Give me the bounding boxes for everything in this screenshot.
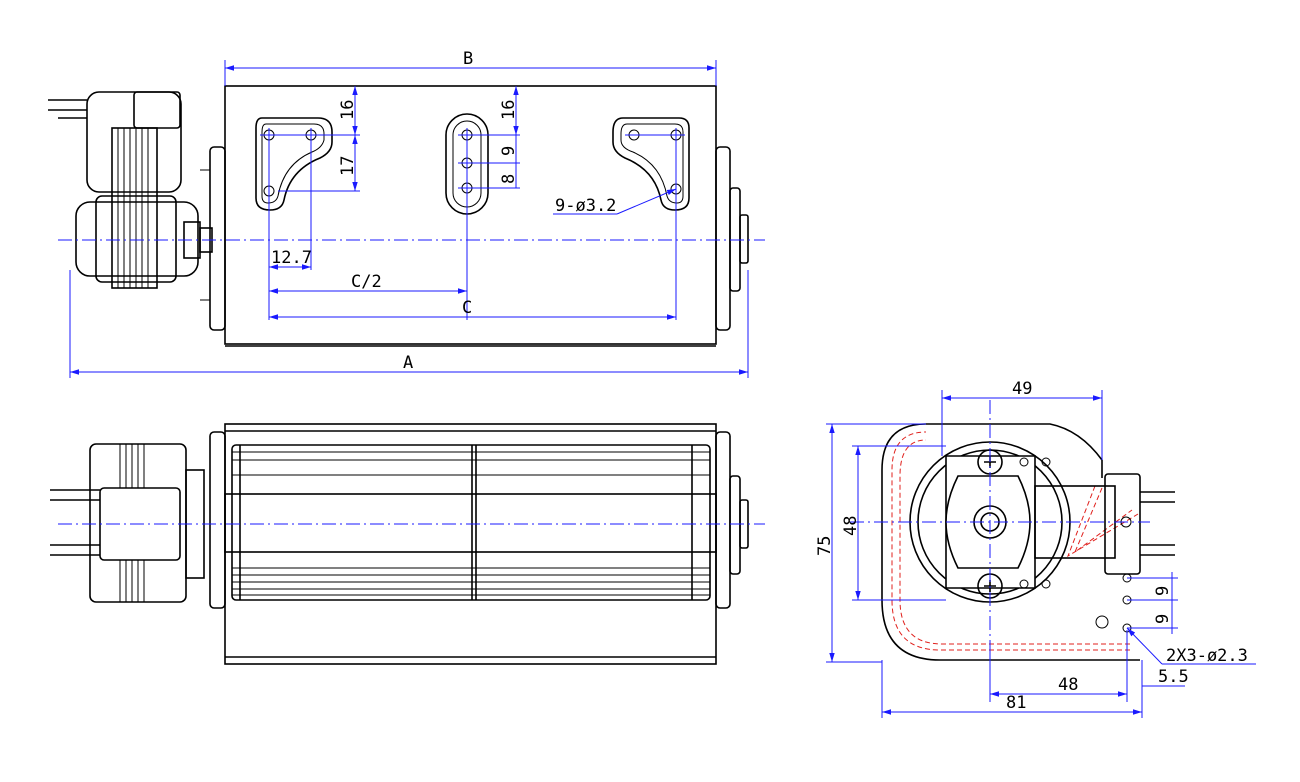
end-view: 49 75 48 48 81 5.5 9 9 2X3-ø2.3: [815, 379, 1256, 718]
dim-label-75: 75: [815, 536, 835, 556]
dim-label-9-a: 9: [1153, 586, 1173, 596]
dim-label-81: 81: [1006, 693, 1026, 713]
dim-label-C-half: C/2: [351, 272, 382, 292]
hole-callout-top: 9-ø3.2: [555, 196, 616, 216]
motor-front: [50, 443, 205, 603]
dim-label-8-center: 8: [499, 174, 519, 184]
mounting-bracket-left: [255, 117, 333, 211]
dim-label-9-center: 9: [499, 146, 519, 156]
dim-label-48-horizontal: 48: [1058, 675, 1078, 695]
dim-label-17: 17: [338, 156, 358, 176]
motor-top: [48, 91, 213, 289]
scroll-housing: [881, 423, 1140, 661]
dim-label-16-center: 16: [499, 100, 519, 120]
dim-label-16-left: 16: [338, 100, 358, 120]
dim-label-5-5: 5.5: [1158, 667, 1189, 687]
hole-callout-end: 2X3-ø2.3: [1166, 646, 1248, 666]
dim-label-B: B: [463, 49, 473, 69]
dim-label-12-7: 12.7: [271, 248, 312, 268]
front-view: [50, 423, 765, 665]
dim-label-A: A: [403, 353, 413, 373]
mounting-bracket-right: [612, 117, 690, 211]
dim-label-48-vertical: 48: [841, 516, 861, 536]
dim-label-9-b: 9: [1153, 614, 1173, 624]
dim-label-49: 49: [1012, 379, 1032, 399]
top-view: B A C/2 C 12.7 16 17 16 9 8 9-ø3.2: [48, 49, 765, 378]
dim-label-C: C: [462, 298, 472, 318]
